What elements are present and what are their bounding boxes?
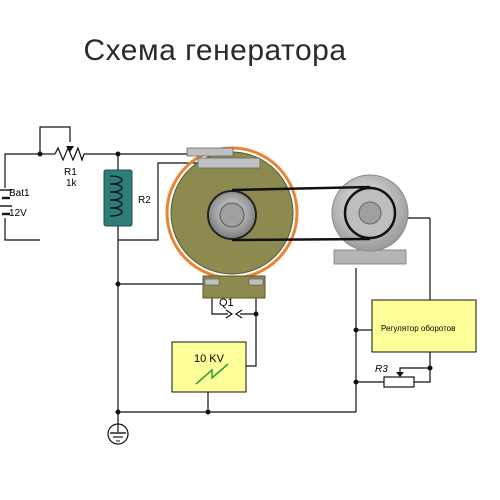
wire-r3-right xyxy=(414,352,431,383)
page-title: Схема генератора xyxy=(83,34,347,67)
contact-right xyxy=(248,278,264,286)
drive-belt xyxy=(231,185,371,242)
r3-name: R3 xyxy=(375,364,388,375)
wire-brush2 xyxy=(118,162,200,241)
wire-bottom-left xyxy=(4,218,40,241)
wire-q1-left xyxy=(211,292,228,315)
r1-value: 1k xyxy=(66,178,78,189)
battery-name: Bat1 xyxy=(9,188,30,199)
r3-resistor xyxy=(383,376,415,388)
junction-dots xyxy=(37,151,433,415)
wires xyxy=(4,126,431,424)
r1-name: R1 xyxy=(64,167,77,178)
ground-symbol xyxy=(107,423,129,445)
wire-r1-wiper xyxy=(39,126,71,154)
wire-r3-wiper xyxy=(399,367,430,376)
r1-wiper-arrow xyxy=(66,146,74,152)
brush-second xyxy=(197,157,261,169)
q1-name: Q1 xyxy=(219,297,234,309)
brush-top xyxy=(186,147,234,157)
hv-module xyxy=(171,341,247,393)
hv-module-label: 10 KV xyxy=(194,353,225,365)
wire-hv-right xyxy=(246,314,257,367)
battery-symbol xyxy=(0,189,12,216)
wire-top-left xyxy=(4,153,40,188)
r3-wiper-arrow xyxy=(396,372,404,377)
motor-base xyxy=(333,249,407,265)
generator xyxy=(165,146,299,299)
r2-name: R2 xyxy=(138,195,151,206)
hv-sawtooth-icon xyxy=(195,363,229,385)
r1-resistor xyxy=(54,146,85,162)
motor xyxy=(331,174,430,265)
q1-spark-gap xyxy=(225,309,243,319)
r2-coil xyxy=(103,169,133,227)
contact-left xyxy=(204,278,220,286)
battery-value: 12V xyxy=(9,208,27,219)
regulator-label: Регулятор оборотов xyxy=(381,324,455,333)
regulator-box xyxy=(371,299,477,353)
